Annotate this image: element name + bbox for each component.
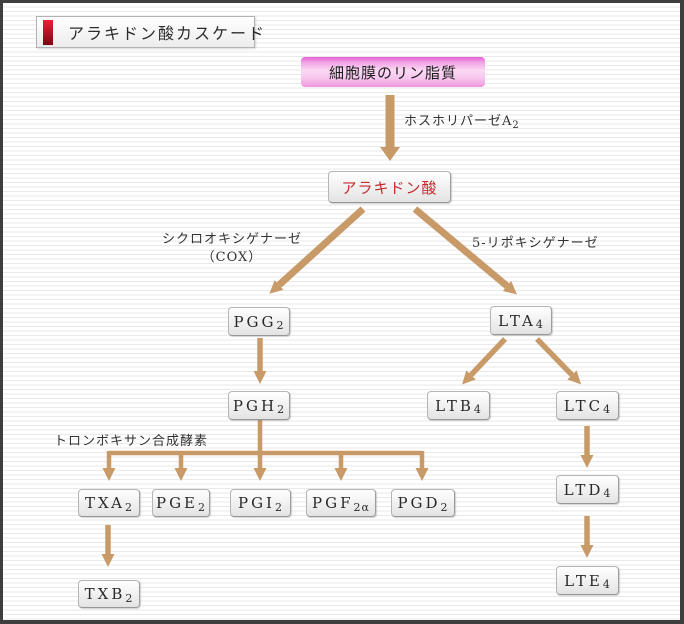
node-subscript: 2α bbox=[353, 500, 370, 514]
enzyme-label-subscript: 2 bbox=[512, 120, 520, 131]
node-subscript: 2 bbox=[125, 591, 134, 605]
arrow-lta4-to-ltb4 bbox=[462, 337, 507, 385]
enzyme-label-phospholipase-a2: ホスホリパーゼA2 bbox=[404, 110, 520, 131]
arrow-lta4-to-ltc4 bbox=[535, 337, 582, 385]
node-subscript: 2 bbox=[276, 319, 285, 332]
enzyme-label-cyclooxygenase: シクロオキシゲナーゼ （COX） bbox=[151, 231, 313, 267]
node-label: LTA bbox=[498, 311, 536, 330]
enzyme-label-text: 5-リポキシゲナーゼ bbox=[472, 236, 599, 251]
node-arachidonic-acid: アラキドン酸 bbox=[328, 171, 451, 203]
title-accent-bar bbox=[43, 20, 53, 45]
flow-arrows bbox=[101, 95, 594, 567]
node-label: LTB bbox=[435, 396, 474, 415]
node-label: PGH bbox=[232, 396, 278, 415]
page-title-text: アラキドン酸カスケード bbox=[68, 24, 267, 43]
node-label: PGG bbox=[233, 312, 277, 331]
node-subscript: 2 bbox=[277, 403, 286, 416]
enzyme-label-text: トロンボキサン合成酵素 bbox=[54, 434, 209, 449]
node-label: TXB bbox=[84, 585, 126, 603]
node-subscript: 2 bbox=[440, 500, 449, 514]
node-label: PGF bbox=[312, 494, 354, 512]
node-phospholipid: 細胞膜のリン脂質 bbox=[301, 57, 485, 87]
enzyme-label-text: ホスホリパーゼA bbox=[404, 114, 513, 129]
node-subscript: 2 bbox=[198, 500, 207, 514]
node-label: LTC bbox=[563, 396, 604, 415]
node-subscript: 4 bbox=[603, 487, 612, 500]
node-label: PGE bbox=[155, 494, 199, 512]
enzyme-label-text: シクロオキシゲナーゼ bbox=[161, 232, 302, 247]
node-subscript: 2 bbox=[275, 500, 283, 514]
node-label: 細胞膜のリン脂質 bbox=[328, 63, 457, 82]
node-label: PGI bbox=[237, 494, 275, 512]
node-label: LTD bbox=[563, 480, 604, 499]
node-subscript: 4 bbox=[603, 403, 612, 416]
enzyme-label-thromboxane-synthase: トロンボキサン合成酵素 bbox=[54, 430, 208, 449]
node-subscript: 2 bbox=[124, 500, 133, 514]
node-subscript: 4 bbox=[602, 578, 611, 591]
node-label: LTE bbox=[564, 571, 603, 590]
node-subscript: 4 bbox=[473, 403, 482, 416]
node-label: TXA bbox=[85, 494, 125, 512]
node-subscript: 4 bbox=[535, 318, 544, 331]
page-title: アラキドン酸カスケード bbox=[36, 16, 264, 48]
enzyme-label-text: （COX） bbox=[201, 250, 263, 265]
enzyme-label-lipoxygenase: 5-リポキシゲナーゼ bbox=[472, 232, 599, 251]
node-label: アラキドン酸 bbox=[341, 178, 438, 197]
node-label: PGD bbox=[397, 494, 441, 512]
